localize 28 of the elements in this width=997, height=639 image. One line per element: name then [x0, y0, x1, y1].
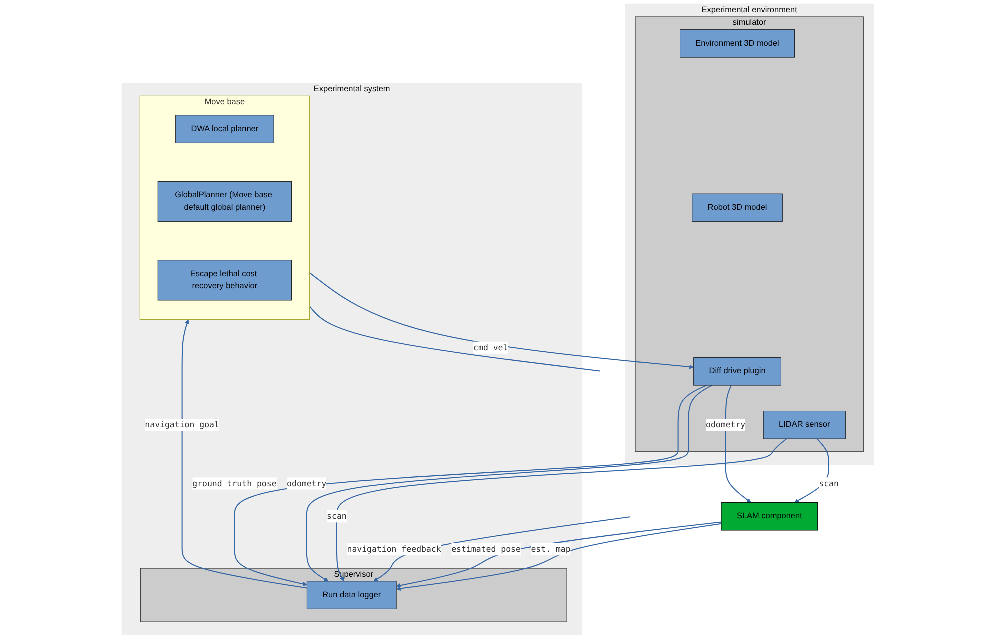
arrow [726, 385, 752, 503]
node-box: SLAM component [722, 502, 819, 531]
node-box: LIDAR sensor [764, 411, 846, 440]
arrow [306, 385, 713, 582]
edge-label: scan [820, 478, 840, 488]
arrow [794, 438, 830, 503]
node-box: Diff drive plugin [694, 358, 782, 386]
edge-label: est. map [532, 544, 572, 554]
edge-label: ground truth pose [193, 478, 278, 488]
arrow [310, 272, 694, 370]
edge-label: navigation goal [146, 420, 220, 430]
edge-label: estimated pose [452, 544, 522, 554]
connector [310, 306, 601, 372]
edge-label: odometry [706, 420, 746, 430]
edge-label: navigation feedback [348, 544, 442, 554]
node-box: Robot 3D model [692, 194, 784, 222]
node-box: GlobalPlanner (Move base default global planner) [158, 181, 292, 222]
node-box: DWA local planner [176, 115, 275, 144]
node-box: Environment 3D model [680, 30, 796, 58]
node-box: Escape lethal cost recovery behavior [158, 260, 292, 301]
arrow [374, 516, 631, 582]
edge-label: odometry [288, 478, 328, 488]
arrow [336, 438, 788, 582]
edge-label: scan [328, 511, 348, 522]
node-box: Run data logger [307, 581, 398, 610]
arrow [182, 320, 308, 589]
edge-label: cmd vel [474, 342, 509, 353]
arrow [234, 385, 708, 586]
